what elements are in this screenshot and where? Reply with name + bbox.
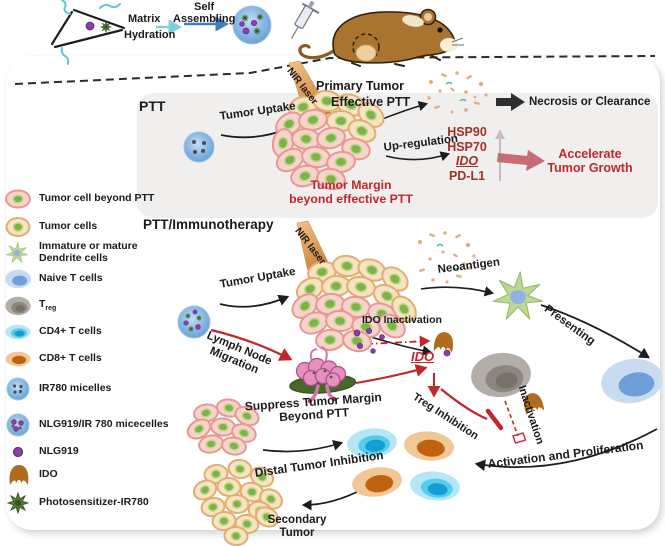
ido-icon xyxy=(9,465,29,485)
cd8-t-cell-icon xyxy=(5,351,31,367)
legend-label: NLG919/IR 780 micecelles xyxy=(39,418,169,431)
arrow-treg-inactivation-dashed xyxy=(504,400,527,444)
legend-item-cd8-t-cells: CD8+ T cells xyxy=(4,348,102,370)
tumor-debris-immuno xyxy=(418,231,476,284)
tumor-cell xyxy=(215,476,243,498)
necrosis-clearance-label: Necrosis or Clearance xyxy=(529,96,651,108)
legend-label: Tumor cell beyond PTT xyxy=(39,192,155,205)
tumor-cell xyxy=(331,253,363,279)
ptt-section-title: PTT xyxy=(139,98,166,114)
naive-t-cell xyxy=(598,354,665,408)
immuno-section-title: PTT/Immunotherapy xyxy=(143,217,274,232)
legend-label: Immature or mature Dendrite cells xyxy=(39,240,138,264)
primary-tumor-label: Primary Tumor xyxy=(316,79,404,93)
arrow-suppress-margin xyxy=(262,439,344,453)
arrow-presenting xyxy=(540,304,650,359)
arrow-up-regulation xyxy=(385,151,450,162)
tumor-cell-icon xyxy=(5,217,31,237)
legend-label: Treg xyxy=(39,298,57,313)
injection-site-dashed-circle xyxy=(352,33,380,61)
legend-label: Photosensitizer-IR780 xyxy=(39,496,149,509)
legend-label: CD4+ T cells xyxy=(39,325,102,338)
treg-cell-icon xyxy=(5,296,31,316)
arrow-distal-inhibition xyxy=(301,488,364,511)
tumor-cell-beyond-ptt-icon xyxy=(5,189,31,209)
ir780-micelle-icon xyxy=(6,377,30,401)
cd4-t-cell xyxy=(408,468,462,504)
ir780-micelle-ptt xyxy=(183,131,215,163)
polymer-squiggle-icon xyxy=(99,3,121,9)
marker-pdl1: PD-L1 xyxy=(448,168,486,183)
tumor-margin-label: Tumor Margin beyond effective PTT xyxy=(289,178,413,206)
arrow-accelerate-growth xyxy=(497,150,545,171)
cd8-t-cell xyxy=(350,464,404,500)
polymer-squiggle-icon xyxy=(60,47,70,65)
naive-t-cell-icon xyxy=(4,269,32,289)
marker-hsp90: HSP90 xyxy=(447,125,487,139)
legend-item-nlg919: NLG919 xyxy=(4,442,79,462)
legend-label: IR780 micelles xyxy=(39,382,112,395)
legend-label: Tumor cells xyxy=(39,220,98,233)
legend-item-nlg919-ir780-micelles: NLG919/IR 780 micecelles xyxy=(4,413,169,437)
dendritic-cell-icon xyxy=(5,241,29,263)
upregulated-markers-list: HSP90 HSP70 IDO PD-L1 xyxy=(436,125,498,183)
nlg919-ir780-micelle-immuno xyxy=(177,305,211,339)
photosensitizer-icon xyxy=(7,492,29,514)
secondary-tumor-label: Secondary Tumor xyxy=(267,514,327,539)
nlg919-icon xyxy=(85,21,95,31)
arrow-treg-inhibition xyxy=(440,388,504,431)
arrow-necrosis xyxy=(496,93,525,111)
legend-item-photosensitizer: Photosensitizer-IR780 xyxy=(4,491,149,515)
tumor-debris-ptt xyxy=(427,71,488,114)
ido-inactivation-label: IDO Inactivation xyxy=(362,314,442,326)
syringe-icon xyxy=(290,0,320,40)
legend-item-cd4-t-cells: CD4+ T cells xyxy=(4,321,102,343)
arrow-lymph-node-migration xyxy=(210,328,293,361)
arrow-neoantigen xyxy=(420,286,495,297)
tumor-cell xyxy=(226,457,254,481)
legend-label: IDO xyxy=(39,468,58,481)
dendritic-cell xyxy=(492,271,544,320)
photosensitizer-icon xyxy=(100,21,112,33)
legend-item-naive-t-cells: Naive T cells xyxy=(4,268,103,290)
legend-label: Naive T cells xyxy=(39,272,103,285)
arrow-activation-proliferation xyxy=(474,428,658,472)
lymph-node-illustration xyxy=(289,346,357,404)
polymer-squiggle-icon xyxy=(61,0,71,15)
cd8-t-cell xyxy=(402,429,456,463)
legend-item-treg: Treg xyxy=(4,295,56,317)
tumor-cell xyxy=(222,525,250,546)
ido-protein-target xyxy=(433,331,455,357)
mouse-illustration xyxy=(298,8,464,67)
matrix-label: Matrix xyxy=(128,13,161,25)
arrow-ido-inactivation-dashdot xyxy=(365,335,431,348)
legend-item-ir780-micelles: IR780 micelles xyxy=(4,377,111,401)
legend-item-dendrite-cells: Immature or mature Dendrite cells xyxy=(4,240,153,266)
legend-item-tumor-cell-beyond-ptt: Tumor cell beyond PTT xyxy=(4,188,154,210)
arrow-immuno-tumor-uptake xyxy=(219,294,290,308)
legend-label: CD8+ T cells xyxy=(39,352,102,365)
accelerate-tumor-growth-label: Accelerate Tumor Growth xyxy=(547,147,633,175)
legend-item-tumor-cells: Tumor cells xyxy=(4,216,97,238)
hydration-label: Hydration xyxy=(124,29,176,41)
cd4-t-cell-icon xyxy=(5,324,31,340)
matrix-triangle-illustration xyxy=(50,0,126,65)
nlg919-ir780-micelle-icon xyxy=(6,413,30,437)
arrow-lymph-to-ido xyxy=(355,364,428,384)
legend-label: NLG919 xyxy=(39,445,79,458)
marker-hsp70: HSP70 xyxy=(447,139,487,154)
assembling-label: Assembling xyxy=(173,13,236,25)
legend-item-ido: IDO xyxy=(4,463,58,487)
ido-red-label: IDO xyxy=(411,349,435,364)
assembled-micelle xyxy=(232,5,272,45)
self-label: Self xyxy=(194,1,215,13)
nlg919-icon xyxy=(12,446,24,458)
marker-ido: IDO xyxy=(455,154,479,168)
effective-ptt-label: Effective PTT xyxy=(331,95,411,109)
